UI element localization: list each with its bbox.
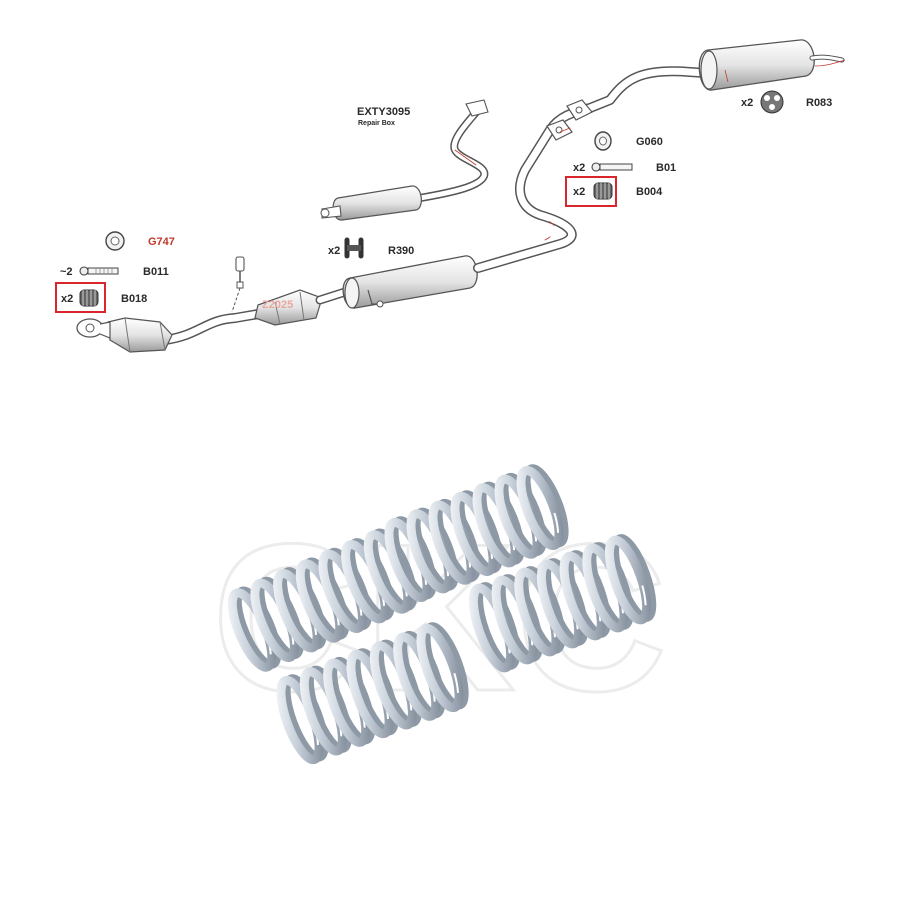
bolt-icon — [591, 162, 633, 172]
label-exty: EXTY3095 — [357, 106, 410, 118]
repair-box-exty3095 — [320, 99, 489, 221]
spring-icon — [593, 182, 613, 200]
highlight-box-b018 — [55, 282, 106, 313]
spring-icon — [79, 289, 99, 307]
label-r083: R083 — [806, 97, 832, 109]
bolt-icon — [79, 266, 119, 276]
part-b004: x2 B004 — [565, 176, 663, 207]
springs-product-photo — [227, 464, 657, 765]
qty-b018: x2 — [61, 293, 73, 305]
label-g060: G060 — [636, 136, 663, 148]
label-b018: B018 — [121, 293, 147, 305]
mid-catalytic-converter — [254, 289, 323, 326]
qty-r390: x2 — [328, 245, 340, 257]
part-b018: x2 B018 — [55, 282, 147, 313]
part-b01: x2 B01 — [573, 162, 676, 174]
part-r083: x2 R083 — [741, 90, 832, 114]
lambda-sensor — [231, 256, 245, 313]
part-exty3095: EXTY3095 Repair Box — [357, 106, 410, 127]
coil-spring-top-right — [384, 464, 569, 603]
front-flange — [76, 318, 111, 339]
rear-flange-upper — [566, 99, 593, 121]
qty-b011: ~2 — [60, 266, 73, 278]
centre-silencer — [342, 255, 478, 309]
label-cat-part: Z2025 — [262, 299, 293, 311]
highlight-box-b004 — [565, 176, 617, 207]
label-b01: B01 — [656, 162, 676, 174]
part-b011: ~2 B011 — [60, 266, 169, 278]
label-exty-sub: Repair Box — [358, 120, 395, 127]
rubber-hanger-icon — [344, 237, 364, 259]
part-r390: x2 R390 — [328, 237, 414, 259]
coil-spring-bottom-right — [468, 534, 657, 673]
label-g747: G747 — [148, 236, 175, 248]
label-b004: B004 — [636, 186, 663, 198]
label-r390: R390 — [388, 245, 414, 257]
qty-b01: x2 — [573, 162, 585, 174]
exhaust-system: Z2025 — [76, 39, 846, 353]
coil-spring-bottom-left — [276, 622, 469, 765]
part-g060: G060 — [594, 131, 663, 151]
qty-b004: x2 — [573, 186, 585, 198]
part-g747: G747 — [105, 231, 175, 251]
rubber-mount-icon — [760, 90, 784, 114]
front-catalytic-converter — [107, 317, 173, 353]
label-b011: B011 — [143, 266, 169, 278]
rear-silencer — [698, 39, 846, 91]
qty-r083: x2 — [741, 97, 753, 109]
